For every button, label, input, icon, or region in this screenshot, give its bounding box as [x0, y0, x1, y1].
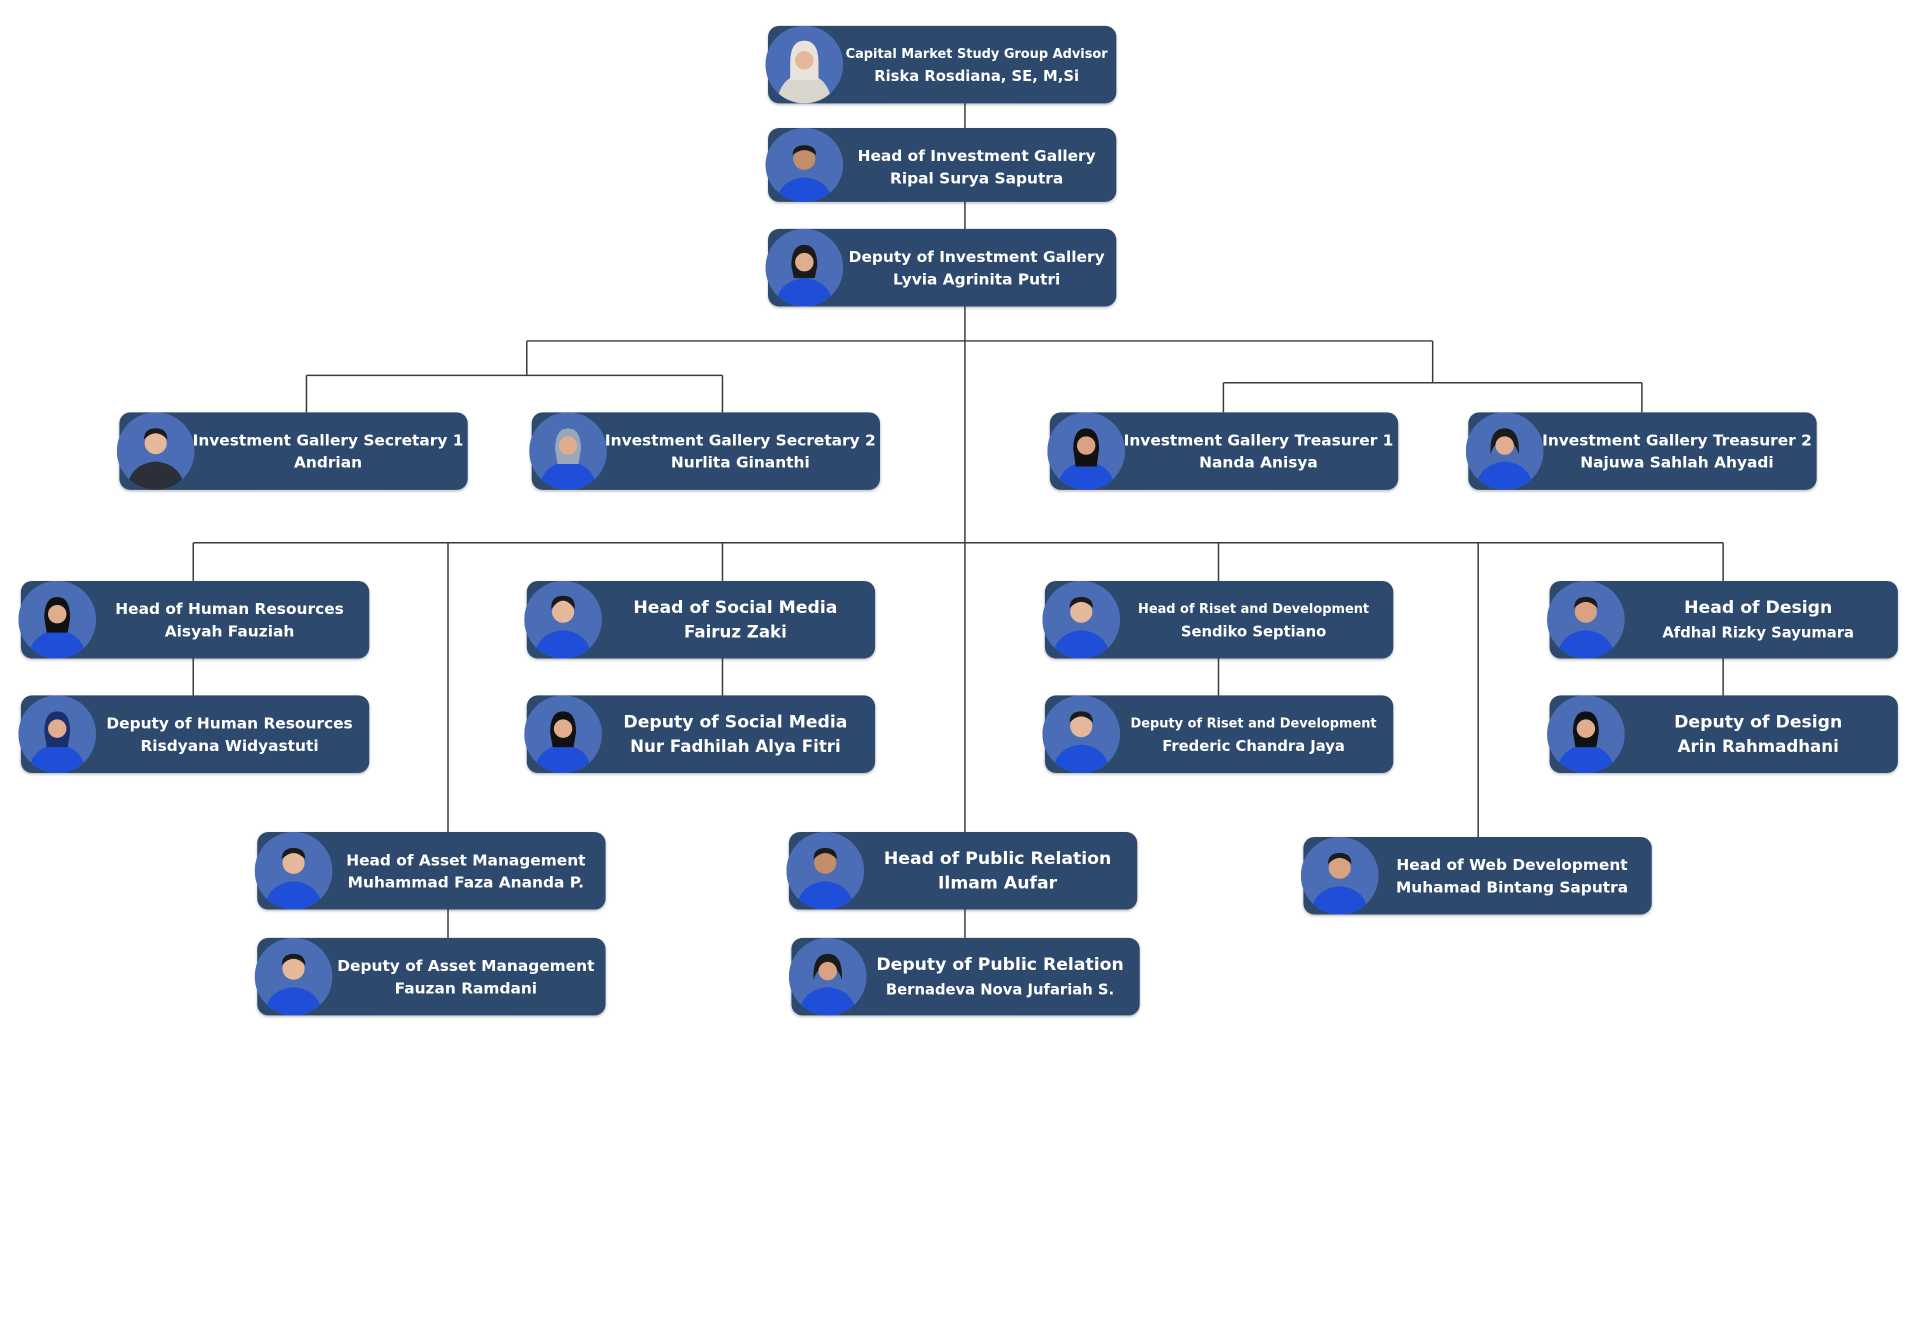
person-name: Najuwa Sahlah Ahyadi: [1580, 451, 1773, 473]
person-photo-icon: [18, 581, 96, 659]
person-name: Ilmam Aufar: [938, 871, 1057, 896]
role-label: Deputy of Design: [1674, 710, 1842, 735]
person-name: Fauzan Ramdani: [395, 977, 537, 999]
role-label: Investment Gallery Secretary 2: [605, 429, 876, 451]
role-label: Head of Social Media: [633, 595, 837, 620]
person-photo-icon: [766, 229, 844, 307]
person-name: Bernadeva Nova Jufariah S.: [886, 977, 1114, 1002]
person-photo-icon: [1547, 695, 1625, 773]
person-photo-icon: [524, 581, 602, 659]
person-photo-icon: [1301, 837, 1379, 915]
role-label: Capital Market Study Group Advisor: [846, 42, 1108, 64]
role-label: Deputy of Public Relation: [876, 952, 1123, 977]
person-photo-icon: [1047, 412, 1125, 490]
person-photo-icon: [789, 938, 867, 1016]
person-name: Afdhal Rizky Sayumara: [1662, 620, 1854, 645]
person-name: Andrian: [294, 451, 362, 473]
person-name: Frederic Chandra Jaya: [1162, 734, 1345, 756]
person-photo-icon: [1547, 581, 1625, 659]
person-name: Fairuz Zaki: [684, 620, 787, 645]
person-name: Riska Rosdiana, SE, M,Si: [874, 65, 1079, 87]
person-photo-icon: [529, 412, 607, 490]
person-name: Risdyana Widyastuti: [140, 734, 318, 756]
person-name: Nurlita Ginanthi: [671, 451, 810, 473]
role-label: Deputy of Asset Management: [337, 954, 594, 976]
role-label: Deputy of Human Resources: [106, 712, 352, 734]
role-label: Head of Public Relation: [884, 846, 1111, 871]
person-photo-icon: [766, 128, 844, 202]
person-photo-icon: [255, 938, 333, 1016]
role-label: Deputy of Riset and Development: [1131, 712, 1377, 734]
person-photo-icon: [1466, 412, 1544, 490]
role-label: Head of Asset Management: [346, 849, 585, 871]
person-name: Sendiko Septiano: [1181, 620, 1327, 642]
role-label: Deputy of Social Media: [623, 710, 847, 735]
role-label: Head of Web Development: [1396, 854, 1627, 876]
role-label: Head of Investment Gallery: [858, 145, 1096, 167]
person-name: Nanda Anisya: [1199, 451, 1318, 473]
person-photo-icon: [255, 832, 333, 910]
role-label: Head of Riset and Development: [1138, 598, 1369, 620]
person-name: Aisyah Fauziah: [165, 620, 295, 642]
person-name: Ripal Surya Saputra: [890, 167, 1063, 189]
person-name: Muhammad Faza Ananda P.: [348, 871, 584, 893]
role-label: Investment Gallery Treasurer 1: [1124, 429, 1394, 451]
role-label: Investment Gallery Secretary 1: [193, 429, 464, 451]
person-photo-icon: [18, 695, 96, 773]
role-label: Head of Human Resources: [115, 598, 344, 620]
person-photo-icon: [1042, 695, 1120, 773]
person-name: Muhamad Bintang Saputra: [1396, 876, 1628, 898]
role-label: Deputy of Investment Gallery: [849, 246, 1105, 268]
advisor-photo-icon: [766, 26, 844, 104]
person-name: Lyvia Agrinita Putri: [893, 268, 1060, 290]
person-photo-icon: [1042, 581, 1120, 659]
person-name: Nur Fadhilah Alya Fitri: [630, 734, 841, 759]
person-photo-icon: [117, 412, 195, 490]
person-photo-icon: [786, 832, 864, 910]
person-name: Arin Rahmadhani: [1678, 734, 1839, 759]
person-photo-icon: [524, 695, 602, 773]
role-label: Head of Design: [1684, 595, 1832, 620]
role-label: Investment Gallery Treasurer 2: [1542, 429, 1812, 451]
